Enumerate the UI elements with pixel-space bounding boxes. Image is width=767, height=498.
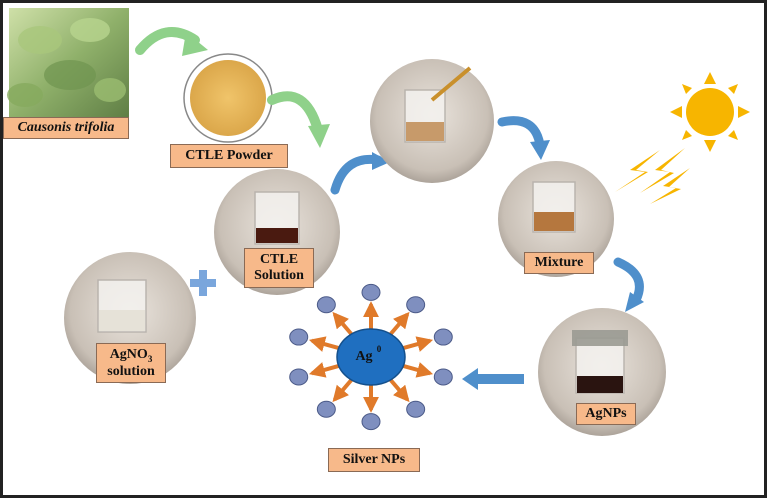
nanoparticle-spike <box>332 377 354 403</box>
nanoparticle-spike <box>400 362 434 378</box>
nanoparticle-spike <box>388 311 410 337</box>
label-ctle-solution-line2: Solution <box>254 268 304 284</box>
plus-icon <box>190 270 216 296</box>
nanoparticle-satellite <box>433 328 453 346</box>
ag-core <box>336 328 406 386</box>
nanoparticle-spike <box>400 336 434 352</box>
label-agno3-line2: solution <box>107 364 155 380</box>
nanoparticle-satellite <box>289 328 309 346</box>
ag-core-superscript: 0 <box>377 344 382 354</box>
nanoparticle-spike <box>332 311 354 337</box>
label-ctle-solution: CTLE Solution <box>244 248 314 288</box>
label-agno3-prefix: AgNO <box>109 347 148 362</box>
nanoparticle-satellite <box>406 400 426 418</box>
pipette-beaker <box>370 59 494 183</box>
nanoparticle-spike <box>308 362 342 378</box>
nanoparticle-satellite <box>406 296 426 314</box>
label-ctle-powder: CTLE Powder <box>170 144 288 168</box>
nanoparticle-satellite <box>433 368 453 386</box>
label-agno3-line1: AgNO3 <box>97 347 165 364</box>
blue-arrow-solution-to-beaker <box>330 152 390 195</box>
sun-icon <box>670 72 750 152</box>
label-agnps-text: AgNPs <box>585 406 627 421</box>
sunbeam-icon <box>615 148 690 204</box>
ag-core-label: Ag <box>355 349 372 364</box>
green-arrow-powder-to-solution <box>267 91 330 148</box>
label-causonis-trifolia: Causonis trifolia <box>3 117 129 139</box>
blue-arrow-mixture-to-agnps <box>613 257 644 312</box>
silver-nanoparticle-illustration: Ag 0 <box>289 283 453 431</box>
nanoparticle-satellite <box>361 283 381 301</box>
nanoparticle-spike <box>388 377 410 403</box>
mixture-beaker <box>498 161 614 277</box>
label-ctle-powder-text: CTLE Powder <box>185 148 273 163</box>
label-silver-nps-text: Silver NPs <box>342 452 406 467</box>
green-arrow-plant-to-powder <box>135 27 208 56</box>
powder-dish <box>183 53 273 143</box>
label-agno3-solution: AgNO3 solution <box>96 343 166 383</box>
label-ctle-solution-line1: CTLE <box>259 252 299 267</box>
nanoparticle-satellite <box>316 400 336 418</box>
plant-photo <box>7 8 129 120</box>
nanoparticle-spike <box>308 336 342 352</box>
label-mixture-text: Mixture <box>534 255 584 270</box>
nanoparticle-satellite <box>289 368 309 386</box>
blue-arrow-beaker-to-mixture <box>497 116 550 160</box>
label-agno3-subscript: 3 <box>147 353 153 364</box>
label-mixture: Mixture <box>524 252 594 274</box>
blue-arrow-agnps-to-silver-nps <box>462 368 524 390</box>
nanoparticle-satellite <box>361 413 381 431</box>
label-causonis-trifolia-text: Causonis trifolia <box>17 120 115 135</box>
nanoparticle-satellite <box>316 296 336 314</box>
label-silver-nps: Silver NPs <box>328 448 420 472</box>
label-agnps: AgNPs <box>576 403 636 425</box>
